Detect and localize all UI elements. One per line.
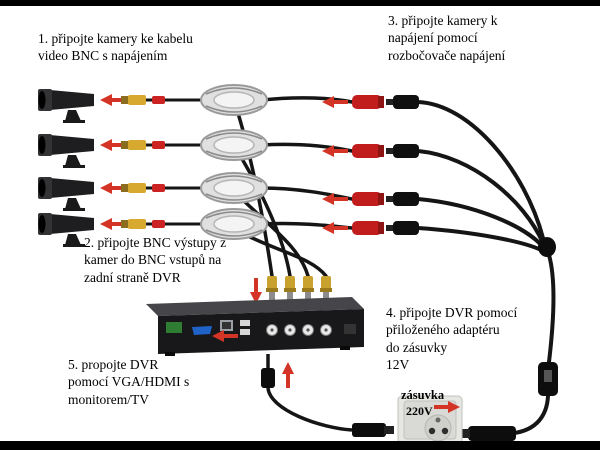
camera-3 [38,177,94,211]
dvr-power-cable [261,354,394,437]
splitter-cables [416,100,556,435]
outlet-label: zásuvka [401,388,445,402]
dc-power-connector-1 [352,95,419,109]
wall-outlet [397,395,463,445]
power-extension-cables [260,96,354,230]
outlet-voltage-label: 220V [406,404,433,418]
letterbox-bar-bottom [0,441,600,450]
dc-power-connector-3 [352,192,419,206]
instruction-step-4: 4. připojte DVR pomocí přiloženého adapt… [386,305,518,372]
camera-2 [38,134,94,168]
instruction-step-5: 5. propojte DVR pomocí VGA/HDMI s monito… [68,357,190,407]
instruction-step-1: 1. připojte kamery ke kabelu video BNC s… [38,31,193,64]
outlet-plug [458,426,516,441]
dvr-vga-port [192,326,212,335]
dvr-power-socket [344,324,356,334]
dvr-unit [146,297,364,356]
power-adapter-box [538,362,558,396]
letterbox-bar-top [0,0,600,6]
red-arrow-bnc-inputs [250,278,262,304]
dvr-terminal-block [166,322,182,333]
camera-patch-cables [119,98,206,226]
instruction-step-3: 3. připojte kamery k napájení pomocí roz… [388,13,506,63]
camera-1 [38,89,94,123]
cable-coil-1 [200,84,268,116]
bnc-connectors-left [121,95,165,229]
instruction-step-2: 2. připojte BNC výstupy z kamer do BNC v… [84,235,227,285]
power-splitter-junction [538,237,556,257]
red-arrow-dvr-power [282,362,294,388]
dc-power-connector-4 [352,221,419,235]
dc-power-connector-2 [352,144,419,158]
dvr-usb-port [240,320,250,326]
cable-coil-3 [200,172,268,204]
cable-coil-2 [200,129,268,161]
dvr-bnc-inputs [266,324,332,336]
